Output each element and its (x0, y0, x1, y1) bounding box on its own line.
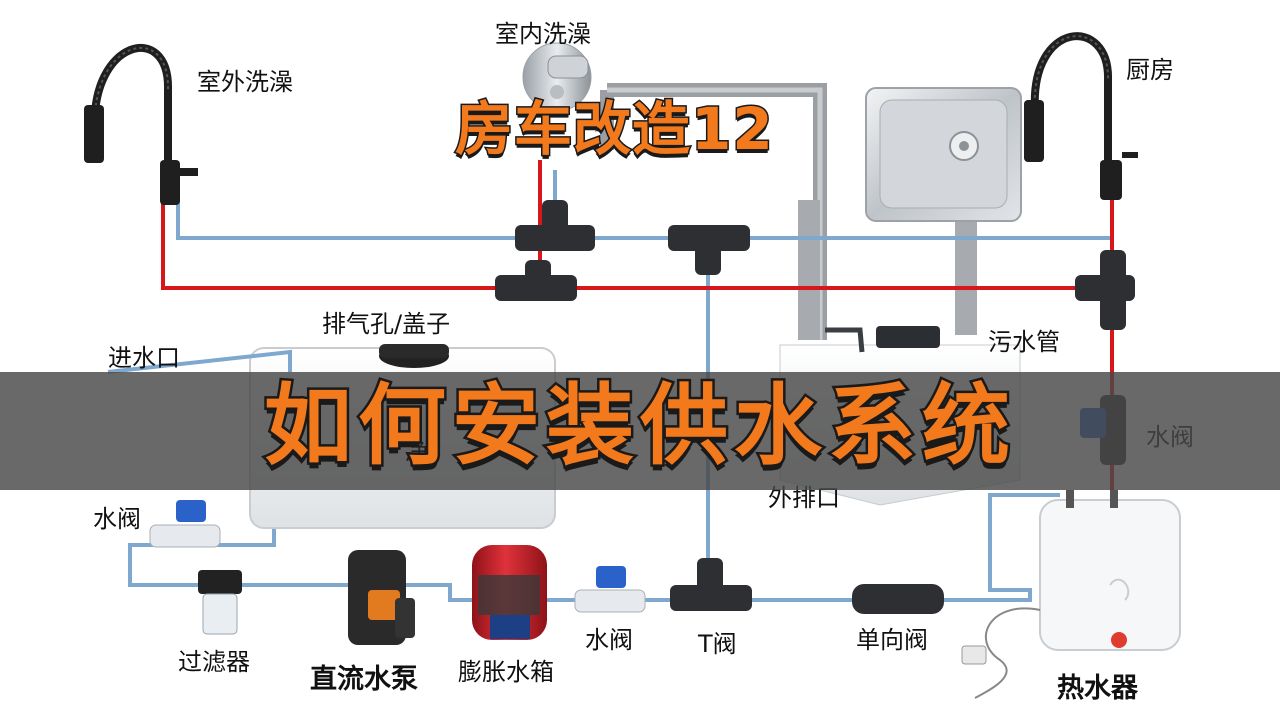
kitchen-faucet-icon (1024, 32, 1138, 200)
label-clean-tank-partial: 净 (405, 438, 429, 466)
label-valve-bottom: 水阀 (585, 626, 633, 654)
label-expansion-tank: 膨胀水箱 (458, 658, 554, 686)
title-top: 房车改造12 (454, 95, 775, 163)
ball-valve-bottom-icon (574, 566, 646, 613)
label-kitchen: 厨房 (1126, 56, 1174, 84)
label-waste-tank-partial: 废 (840, 403, 864, 431)
label-check-valve: 单向阀 (856, 626, 928, 654)
label-vent-cap: 排气孔/盖子 (322, 310, 451, 338)
label-indoor-shower: 室内洗澡 (495, 20, 591, 48)
plug-icon (961, 607, 1041, 699)
label-valve-left: 水阀 (93, 505, 141, 533)
label-t-valve: T阀 (698, 630, 737, 658)
label-filter: 过滤器 (178, 648, 250, 676)
label-water-heater: 热水器 (1057, 673, 1138, 704)
label-water-inlet: 进水口 (108, 344, 180, 372)
drain-frame (600, 83, 977, 340)
shower-mixer-icon (522, 42, 592, 112)
label-sewage-pipe: 污水管 (988, 328, 1060, 356)
outdoor-faucet-icon (84, 44, 198, 205)
expansion-tank-icon (472, 545, 547, 640)
tee-fitting-icon (495, 200, 1135, 611)
label-outdoor-shower: 室外洗澡 (197, 68, 293, 96)
sink-icon (865, 87, 1022, 222)
check-valve-icon (852, 584, 944, 614)
title-banner (0, 372, 1280, 490)
ball-valve-left-icon (149, 500, 221, 548)
label-outer-drain: 外排口 (768, 484, 840, 512)
label-dc-pump: 直流水泵 (310, 664, 418, 695)
pump-icon (348, 550, 415, 645)
title-main: 如何安装供水系统 (261, 374, 1016, 477)
water-heater-icon (1039, 490, 1181, 651)
filter-icon (198, 570, 242, 635)
